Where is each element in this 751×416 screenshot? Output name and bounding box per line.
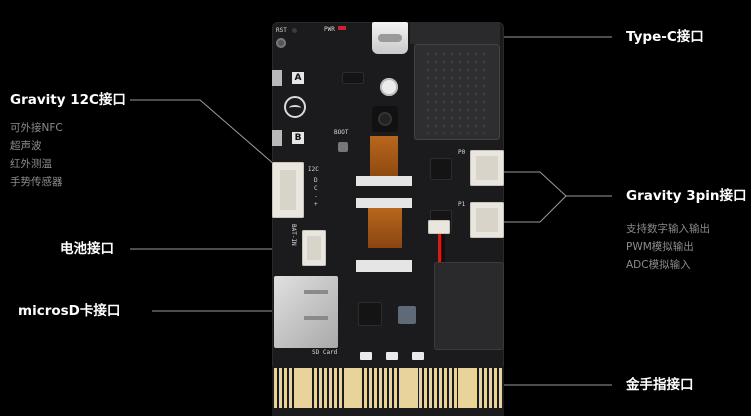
reset-button: [276, 38, 286, 48]
brand-logo-icon: [284, 96, 306, 118]
p0-driver-chip: [430, 158, 452, 180]
pin-item: 支持数字输入输出: [626, 224, 710, 235]
i2c-pin-label: C: [314, 186, 318, 192]
gold-finger-edge: [272, 366, 504, 416]
p1-silk: P1: [458, 202, 465, 208]
circuit-board: RST PWR A B BOOT I2C D C - + P0: [272, 22, 504, 416]
pin-item: PWM模拟输出: [626, 242, 694, 253]
led-pad: [386, 352, 398, 360]
bat-silk: BAT-IN: [290, 224, 296, 246]
gravity-3pin-connector-p1: [470, 202, 504, 238]
wifi-module: [414, 44, 500, 140]
led-pad: [412, 352, 424, 360]
leader-gravity-3pin-top: [502, 172, 612, 196]
microsd-slot: [274, 276, 338, 348]
type-c-label: Type-C接口: [626, 31, 704, 45]
i2c-item: 超声波: [10, 141, 42, 152]
gravity-3pin-connector-p0: [470, 150, 504, 186]
p0-silk: P0: [458, 150, 465, 156]
i2c-pin-label: -: [314, 194, 318, 200]
rst-silk: RST: [276, 28, 287, 34]
battery-connector: [302, 230, 326, 266]
gravity-3pin-label: Gravity 3pin接口: [626, 190, 747, 204]
sd-silk: SD Card: [312, 350, 337, 356]
boot-button: [338, 142, 348, 152]
microsd-label: microsD卡接口: [18, 305, 120, 319]
i2c-pin-label: D: [314, 178, 318, 184]
antenna-area: [410, 22, 500, 44]
buzzer: [380, 78, 398, 96]
gold-finger-label: 金手指接口: [626, 379, 694, 393]
pin-item: ADC模拟输入: [626, 260, 691, 271]
black-wire: [442, 234, 445, 262]
pwr-silk: PWR: [324, 27, 335, 33]
button-a-side: [272, 70, 282, 86]
speaker-connector: [428, 220, 450, 234]
mount-dot: [292, 28, 297, 33]
battery-label: 电池接口: [60, 243, 114, 257]
sensor-chip: [398, 306, 416, 324]
mcu-chip: [358, 302, 382, 326]
display-fpc-connector-bottom: [356, 260, 412, 272]
gravity-i2c-connector: [272, 162, 304, 218]
usb-type-c-port: [372, 22, 408, 54]
i2c-item: 手势传感器: [10, 177, 63, 188]
display-ribbon-cable: [368, 208, 402, 248]
button-b-label: B: [292, 132, 304, 144]
i2c-silk: I2C: [308, 167, 319, 173]
camera-module: [372, 106, 398, 132]
boot-silk: BOOT: [334, 130, 348, 136]
button-a-label: A: [292, 72, 304, 84]
i2c-item: 红外测温: [10, 159, 52, 170]
i2c-item: 可外接NFC: [10, 123, 63, 134]
pwr-led: [338, 26, 346, 30]
camera-fpc-connector: [356, 176, 412, 186]
display-fpc-connector-top: [356, 198, 412, 208]
gravity-i2c-label: Gravity 12C接口: [10, 94, 126, 108]
leader-gravity-i2c: [130, 100, 290, 178]
regulator-chip: [342, 72, 364, 84]
i2c-pin-label: +: [314, 202, 318, 208]
red-wire: [438, 234, 441, 262]
button-b-side: [272, 130, 282, 146]
led-pad: [360, 352, 372, 360]
speaker-block: [434, 262, 504, 350]
leader-gravity-3pin-bottom: [502, 196, 566, 222]
